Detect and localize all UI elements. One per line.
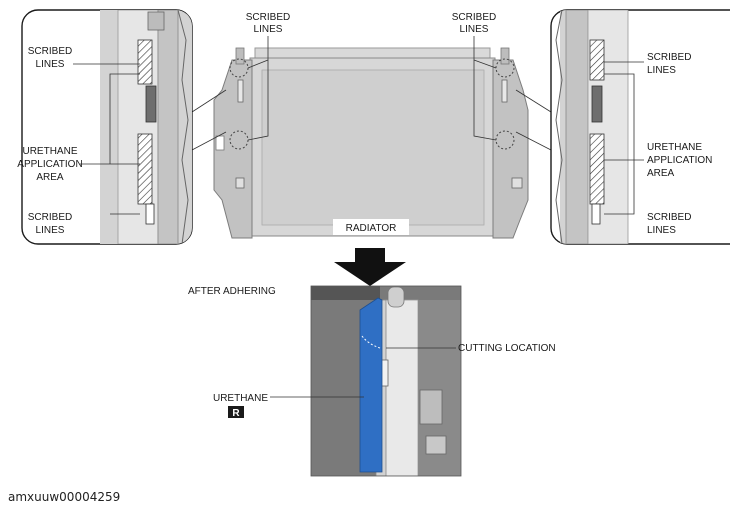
radiator-label: RADIATOR (346, 223, 397, 234)
radiator-right-bracket (492, 59, 529, 239)
urethane-label: URETHANE (213, 393, 268, 404)
scribed-lines-callout-right: SCRIBED LINES (452, 12, 496, 141)
right-inset-urethane-line3: AREA (647, 168, 675, 179)
cutting-location-label: CUTTING LOCATION (458, 343, 556, 354)
right-detail-inset: SCRIBED LINES URETHANE APPLICATION AREA … (550, 9, 730, 245)
left-inset-scribed-top-line1: SCRIBED (28, 46, 72, 57)
right-inset-scribed-top-line1: SCRIBED (647, 52, 691, 63)
right-inset-scribed-bottom-line2: LINES (647, 225, 676, 236)
left-inset-urethane-line3: AREA (36, 172, 64, 183)
right-inset-urethane-line1: URETHANE (647, 142, 702, 153)
right-inset-urethane-line2: APPLICATION (647, 155, 712, 166)
left-inset-scribed-top-line2: LINES (36, 59, 65, 70)
after-adhering-detail (310, 285, 462, 477)
radiator-left-bracket (213, 59, 253, 239)
urethane-bead (359, 297, 383, 473)
figure-id: amxuuw00004259 (8, 490, 121, 504)
scribed-lines-top-right-line2: LINES (460, 24, 489, 35)
radiator-assembly: RADIATOR (213, 47, 529, 239)
left-inset-urethane-line2: APPLICATION (17, 159, 82, 170)
scribed-lines-top-right-line1: SCRIBED (452, 12, 496, 23)
urethane-badge: R (232, 408, 240, 419)
right-inset-scribed-bottom-line1: SCRIBED (647, 212, 691, 223)
left-inset-scribed-bottom-line1: SCRIBED (28, 212, 72, 223)
left-detail-inset: SCRIBED LINES URETHANE APPLICATION AREA … (17, 9, 193, 245)
radiator-label-box (333, 219, 409, 235)
scribed-lines-top-left-line1: SCRIBED (246, 12, 290, 23)
urethane-badge-box (228, 406, 244, 418)
left-inset-scribed-bottom-line2: LINES (36, 225, 65, 236)
scribed-lines-top-left-line2: LINES (254, 24, 283, 35)
left-inset-urethane-line1: URETHANE (22, 146, 77, 157)
after-adhering-label: AFTER ADHERING (188, 286, 276, 297)
scribed-lines-callout-left: SCRIBED LINES (246, 12, 290, 141)
down-arrow-icon (334, 248, 406, 286)
right-inset-scribed-top-line2: LINES (647, 65, 676, 76)
